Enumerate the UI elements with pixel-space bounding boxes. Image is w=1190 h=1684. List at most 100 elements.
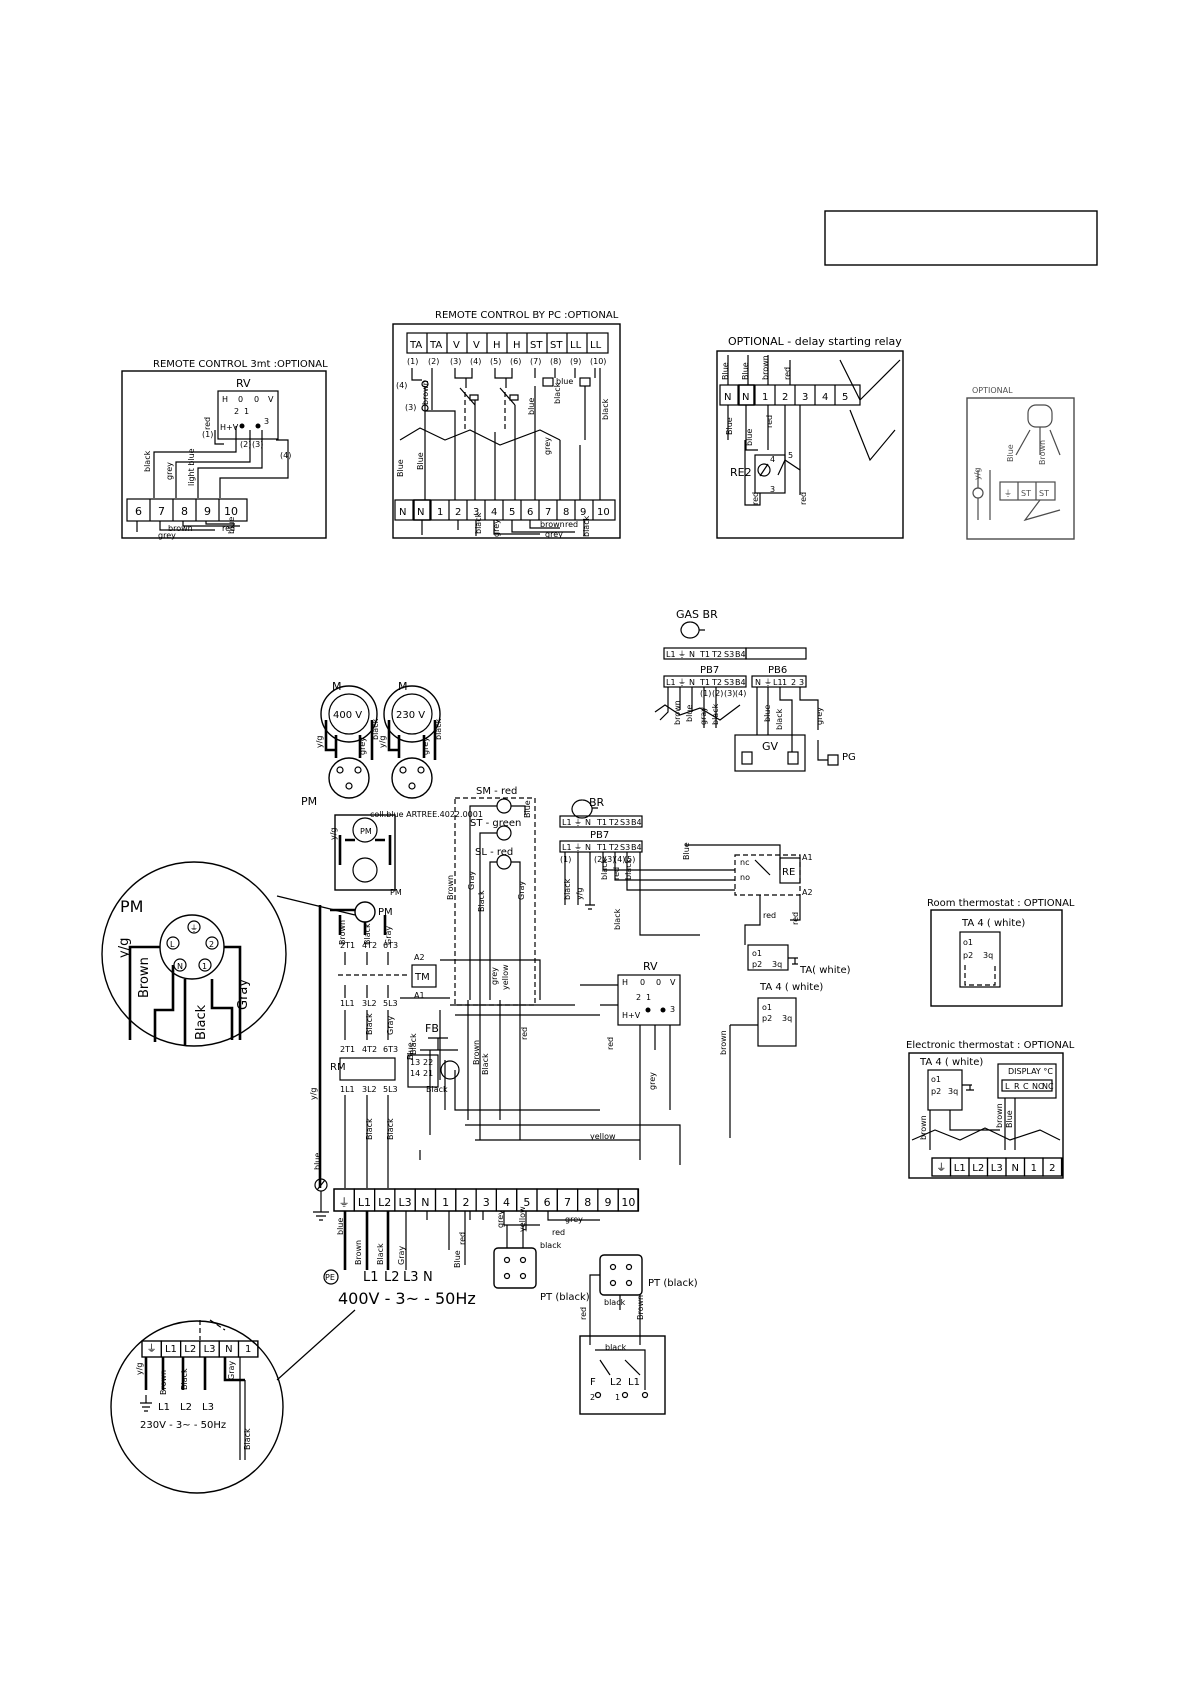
svg-text:blue: blue (527, 398, 536, 415)
svg-text:Black: Black (365, 1013, 374, 1035)
svg-text:Blue: Blue (721, 362, 730, 380)
svg-text:o1: o1 (752, 949, 762, 958)
svg-text:1: 1 (202, 962, 207, 971)
svg-text:Black: Black (180, 1368, 189, 1390)
svg-text:0: 0 (656, 978, 661, 987)
svg-text:N: N (399, 507, 406, 518)
svg-text:LL: LL (590, 340, 602, 351)
svg-text:yellow: yellow (518, 1206, 527, 1232)
svg-text:(3): (3) (252, 440, 263, 449)
svg-text:3q: 3q (772, 960, 782, 969)
terminal-label: 4 (503, 1196, 510, 1209)
svg-text:⏚: ⏚ (574, 818, 582, 827)
svg-text:T2: T2 (608, 843, 619, 852)
terminal-label: 3 (483, 1196, 490, 1209)
pm-zoom: PM ⏚ L 2 N 1 y/g Brown Black Gray (101, 861, 356, 1047)
svg-text:T2: T2 (711, 678, 722, 687)
svg-text:black: black (540, 1241, 562, 1250)
svg-text:(4): (4) (614, 855, 625, 864)
svg-text:0: 0 (640, 978, 645, 987)
pt-left-label: PT (black) (540, 1292, 590, 1303)
rm-label: RM (330, 1062, 346, 1073)
panel-optional: OPTIONAL Blue Brown y/g ⏚ ST ST (966, 386, 1075, 540)
panel-remote-3mt: REMOTE CONTROL 3mt :OPTIONAL RV H 0 0 V … (121, 359, 328, 540)
svg-text:A2: A2 (802, 888, 813, 897)
svg-text:⏚: ⏚ (678, 678, 686, 687)
svg-text:blue: blue (227, 517, 236, 534)
svg-text:T1: T1 (596, 818, 607, 827)
svg-text:(3): (3) (450, 357, 461, 366)
svg-text:(7): (7) (530, 357, 541, 366)
svg-text:Blue: Blue (682, 842, 691, 860)
svg-text:H+V: H+V (622, 1011, 641, 1020)
svg-text:22: 22 (423, 1058, 433, 1067)
rv-label: RV (236, 377, 251, 390)
terminal-label: 1 (245, 1344, 251, 1355)
svg-text:black: black (605, 1343, 627, 1352)
svg-text:H: H (493, 340, 501, 351)
svg-text:Brown: Brown (636, 1295, 645, 1320)
supply-l2: L2 (384, 1270, 400, 1285)
terminal-label: 6 (544, 1196, 551, 1209)
svg-text:A1: A1 (802, 853, 813, 862)
br-label: BR (589, 796, 605, 809)
svg-text:3: 3 (770, 485, 775, 494)
svg-text:V: V (268, 395, 274, 404)
svg-text:black: black (371, 718, 380, 740)
svg-text:6T3: 6T3 (383, 1045, 398, 1054)
svg-text:Brown: Brown (472, 1040, 481, 1065)
motor-230v: 230 V (396, 710, 425, 721)
svg-text:Black: Black (243, 1428, 252, 1450)
svg-text:1: 1 (437, 507, 443, 518)
svg-text:T2: T2 (711, 650, 722, 659)
svg-text:(2): (2) (240, 440, 251, 449)
terminal-label: 2 (462, 1196, 469, 1209)
svg-text:4T2: 4T2 (362, 1045, 377, 1054)
svg-text:2T1: 2T1 (340, 1045, 355, 1054)
svg-text:Gray: Gray (397, 1246, 406, 1265)
terminal-label: L2 (184, 1344, 196, 1355)
terminal-label: L2 (378, 1196, 391, 1209)
svg-text:T1: T1 (699, 678, 710, 687)
terminal-label: L1 (954, 1163, 966, 1174)
svg-text:black: black (600, 858, 609, 880)
svg-text:Blue: Blue (453, 1250, 462, 1268)
svg-text:7: 7 (545, 507, 551, 518)
top-title-box (824, 210, 1098, 266)
lamp-st: ST - green (470, 818, 521, 829)
svg-text:o1: o1 (963, 938, 973, 947)
svg-text:3: 3 (802, 392, 808, 403)
gas-br-title: GAS BR (676, 608, 718, 621)
svg-text:red: red (751, 492, 760, 505)
supply-n: N (423, 1270, 433, 1285)
svg-text:light blue: light blue (187, 448, 196, 486)
terminal-label: 2 (1049, 1163, 1055, 1174)
terminal-7: 7 (158, 505, 165, 518)
room-thermostat-title: Room thermostat : OPTIONAL (927, 898, 1075, 909)
gv-label: GV (762, 740, 779, 753)
svg-text:2T1: 2T1 (340, 941, 355, 950)
svg-text:red: red (203, 417, 212, 430)
svg-text:5: 5 (788, 451, 793, 460)
svg-text:B4: B4 (631, 818, 642, 827)
motor-400v: 400 V (333, 710, 362, 721)
svg-text:(2): (2) (594, 855, 605, 864)
svg-text:Gray: Gray (236, 979, 251, 1010)
svg-text:Gray: Gray (384, 926, 393, 945)
svg-text:grey: grey (815, 707, 824, 725)
svg-text:black: black (601, 398, 610, 420)
svg-text:N: N (689, 650, 695, 659)
svg-text:21: 21 (423, 1069, 433, 1078)
panel-room-thermostat: Room thermostat : OPTIONAL TA 4 ( white)… (927, 898, 1075, 1007)
pm-label-2: PM (360, 827, 372, 836)
svg-text:y/g: y/g (575, 887, 584, 900)
svg-text:L1: L1 (562, 818, 572, 827)
svg-text:⏚: ⏚ (190, 924, 198, 933)
svg-text:T2: T2 (608, 818, 619, 827)
re2-label: RE2 (730, 466, 752, 479)
svg-text:Blue: Blue (741, 362, 750, 380)
terminal-label: L3 (398, 1196, 411, 1209)
electronic-thermostat-label: TA 4 ( white) (919, 1057, 983, 1068)
svg-text:3L2: 3L2 (362, 1085, 377, 1094)
